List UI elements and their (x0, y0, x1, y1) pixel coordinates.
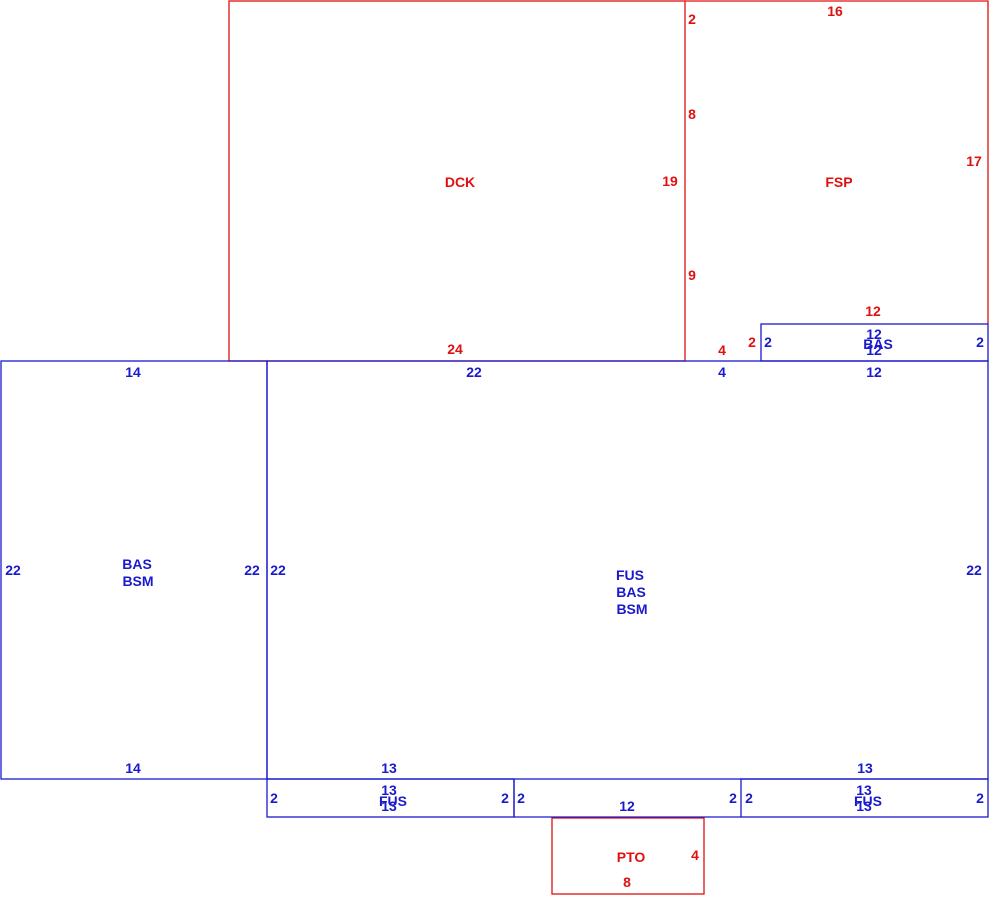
main-dim-left: 22 (270, 562, 286, 578)
fsp-dim-right: 17 (966, 153, 982, 169)
fus-bottom-right-dim-top: 13 (856, 782, 872, 798)
fus-bottom-right-dim-bottom: 13 (856, 798, 872, 814)
fus-bottom-left-dim-bottom: 13 (381, 798, 397, 814)
bas-small-top-dim-left: 2 (764, 334, 772, 350)
pto-outline (551, 817, 705, 895)
bas-bsm-left-dim-top: 14 (125, 364, 141, 380)
bas-bsm-left-label-1: BAS (122, 556, 152, 572)
bas-small-top-outline (760, 323, 989, 362)
fus-bottom-right-dim-right: 2 (976, 790, 984, 806)
fsp-label: FSP (825, 174, 852, 190)
fus-bottom-left-label: FUS (379, 793, 407, 809)
main-dim-bottom-mid: 12 (619, 798, 635, 814)
fsp-dim-notch-bottom: 4 (718, 342, 726, 358)
fus-bas-bsm-main-outline (266, 360, 989, 780)
main-bottom-edge-left-dim: 2 (517, 790, 525, 806)
fus-bas-bsm-main-area: FUS BAS BSM 22 4 12 22 22 13 12 13 (266, 360, 989, 814)
bas-small-top-dim-top: 12 (866, 326, 882, 342)
fus-bottom-right-area: FUS 13 13 2 2 (740, 778, 989, 818)
fsp-dim-notch-left: 2 (748, 334, 756, 350)
bas-small-top-area: BAS 12 12 2 2 (760, 323, 989, 362)
fsp-dim-bottom: 12 (865, 303, 881, 319)
fus-bottom-right-dim-left: 2 (745, 790, 753, 806)
dck-area: DCK 19 24 (228, 0, 686, 362)
fsp-dim-left-mid-a: 8 (688, 106, 696, 122)
dck-dim-right: 19 (662, 173, 678, 189)
fus-bottom-right-label: FUS (854, 793, 882, 809)
fus-bottom-left-dim-left: 2 (270, 790, 278, 806)
fus-bottom-left-dim-top: 13 (381, 782, 397, 798)
fsp-dim-top: 16 (827, 3, 843, 19)
fus-bottom-left-area: FUS 13 13 2 2 (266, 778, 515, 818)
dck-dim-bottom: 24 (447, 341, 463, 357)
dck-label: DCK (445, 174, 475, 190)
pto-dim-bottom: 8 (623, 874, 631, 890)
bas-bsm-left-area: BAS BSM 14 14 22 22 (0, 360, 268, 780)
bas-bsm-left-dim-left: 22 (5, 562, 21, 578)
bas-bsm-left-dim-right: 22 (244, 562, 260, 578)
main-dim-bottom-left: 13 (381, 760, 397, 776)
main-dim-bottom-right: 13 (857, 760, 873, 776)
bas-bsm-left-label-2: BSM (122, 573, 153, 589)
main-bottom-edge-right-dim: 2 (729, 790, 737, 806)
main-bottom-edge-segments: 2 2 (513, 779, 741, 818)
fsp-area: FSP 16 17 12 2 8 9 2 4 (685, 0, 989, 358)
fus-bottom-right-outline (740, 778, 989, 818)
fus-bottom-left-dim-right: 2 (501, 790, 509, 806)
fsp-outline (685, 0, 989, 324)
main-label-1: FUS (616, 567, 644, 583)
bas-bsm-left-dim-bottom: 14 (125, 760, 141, 776)
bas-small-top-dim-bottom: 12 (866, 342, 882, 358)
main-dim-top-far-right: 12 (866, 364, 882, 380)
main-label-3: BSM (616, 601, 647, 617)
pto-dim-right: 4 (691, 847, 699, 863)
bas-small-top-dim-right: 2 (976, 334, 984, 350)
fsp-dim-left-mid-b: 9 (688, 267, 696, 283)
pto-area: PTO 4 8 (551, 817, 705, 895)
main-dim-top: 22 (466, 364, 482, 380)
main-dim-right: 22 (966, 562, 982, 578)
pto-label: PTO (617, 849, 646, 865)
bas-small-top-label: BAS (863, 336, 893, 352)
main-dim-top-right: 4 (718, 364, 726, 380)
main-label-2: BAS (616, 584, 646, 600)
fsp-dim-left-upper: 2 (688, 11, 696, 27)
